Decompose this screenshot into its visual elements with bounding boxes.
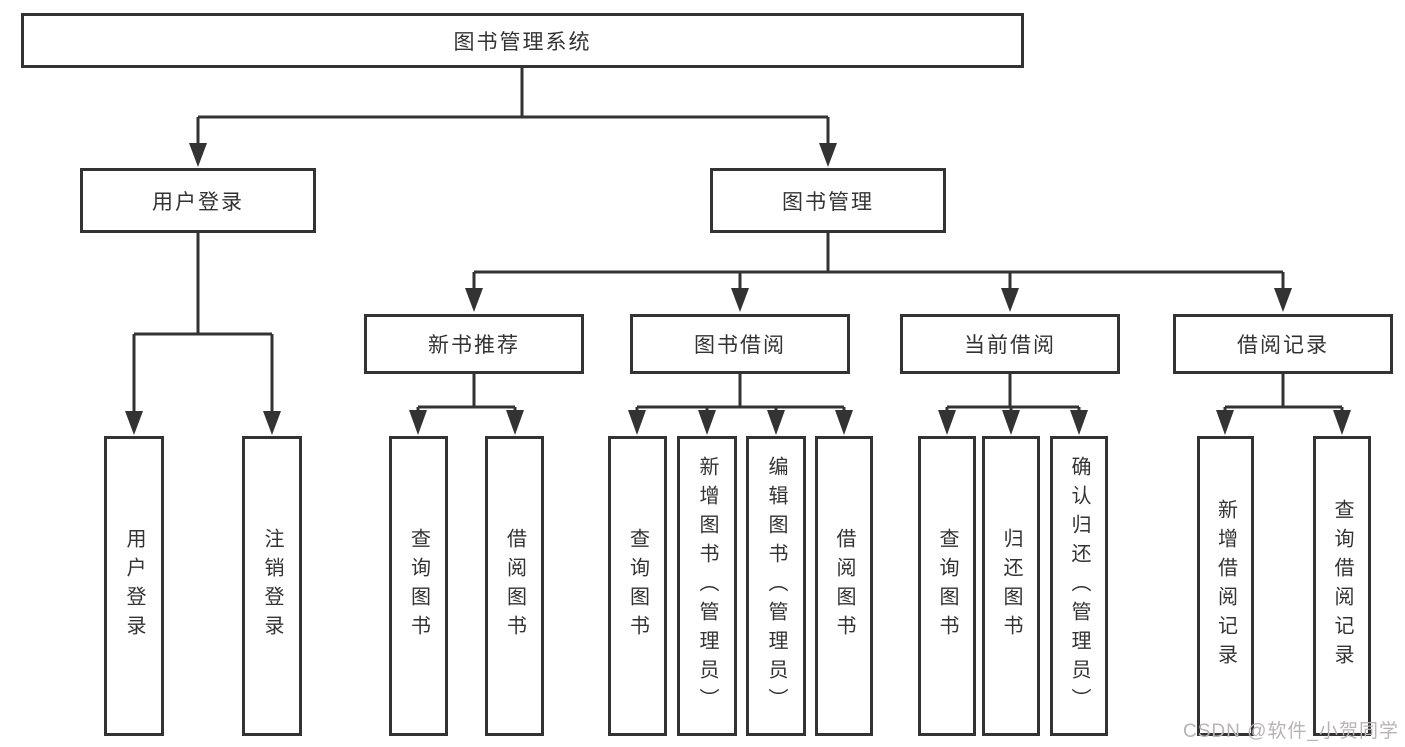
- node-system-root: 图书管理系统: [21, 13, 1024, 68]
- node-label: 当前借阅: [964, 334, 1056, 357]
- node-borrowing-records: 借阅记录: [1173, 314, 1393, 374]
- node-book-management: 图书管理: [710, 168, 946, 233]
- node-label: 新增图书（管理员）: [696, 455, 718, 717]
- leaf-query-books-1: 查询图书: [389, 436, 448, 736]
- node-label: 查询图书: [626, 528, 649, 644]
- connector-current-borrow: [938, 374, 1088, 435]
- node-label: 查询借阅记录: [1331, 499, 1353, 673]
- leaf-logout: 注销登录: [242, 436, 302, 736]
- leaf-add-books-admin: 新增图书（管理员）: [677, 436, 737, 736]
- node-label: 归还图书: [1000, 528, 1022, 644]
- node-label: 编辑图书（管理员）: [765, 455, 787, 717]
- connector-book-borrow: [628, 374, 853, 435]
- leaf-query-borrow-record: 查询借阅记录: [1313, 436, 1371, 736]
- leaf-borrow-books-1: 借阅图书: [485, 436, 544, 736]
- node-label: 图书借阅: [694, 334, 786, 357]
- node-label: 确认归还（管理员）: [1068, 455, 1090, 717]
- leaf-edit-books-admin: 编辑图书（管理员）: [746, 436, 806, 736]
- connector-borrow-record: [1216, 374, 1351, 435]
- connector-root: [189, 66, 837, 167]
- connector-book-mgmt: [465, 233, 1292, 312]
- leaf-add-borrow-record: 新增借阅记录: [1197, 436, 1254, 736]
- connector-new-book-rec: [409, 374, 524, 435]
- leaf-confirm-return-admin: 确认归还（管理员）: [1050, 436, 1108, 736]
- leaf-user-login: 用户登录: [104, 436, 164, 736]
- leaf-return-books: 归还图书: [982, 436, 1040, 736]
- node-label: 借阅图书: [503, 528, 526, 644]
- node-book-borrowing: 图书借阅: [630, 314, 850, 374]
- csdn-watermark: CSDN @软件_小贺同学: [1183, 721, 1399, 742]
- node-label: 查询图书: [936, 528, 958, 644]
- node-current-borrowing: 当前借阅: [900, 314, 1120, 374]
- node-label: 新增借阅记录: [1214, 499, 1237, 673]
- node-label: 用户登录: [152, 190, 244, 214]
- node-label: 图书管理系统: [453, 30, 592, 54]
- connector-user-login: [125, 233, 281, 435]
- node-label: 新书推荐: [428, 334, 520, 357]
- node-label: 图书管理: [782, 190, 874, 214]
- leaf-query-books-2: 查询图书: [608, 436, 667, 736]
- node-label: 注销登录: [261, 528, 283, 644]
- leaf-borrow-books-2: 借阅图书: [815, 436, 873, 736]
- node-label: 用户登录: [123, 528, 145, 644]
- node-new-book-recommend: 新书推荐: [364, 314, 584, 374]
- node-label: 借阅记录: [1237, 334, 1329, 357]
- node-label: 查询图书: [407, 528, 430, 644]
- leaf-query-books-3: 查询图书: [918, 436, 976, 736]
- node-user-login: 用户登录: [80, 168, 316, 233]
- node-label: 借阅图书: [833, 528, 855, 644]
